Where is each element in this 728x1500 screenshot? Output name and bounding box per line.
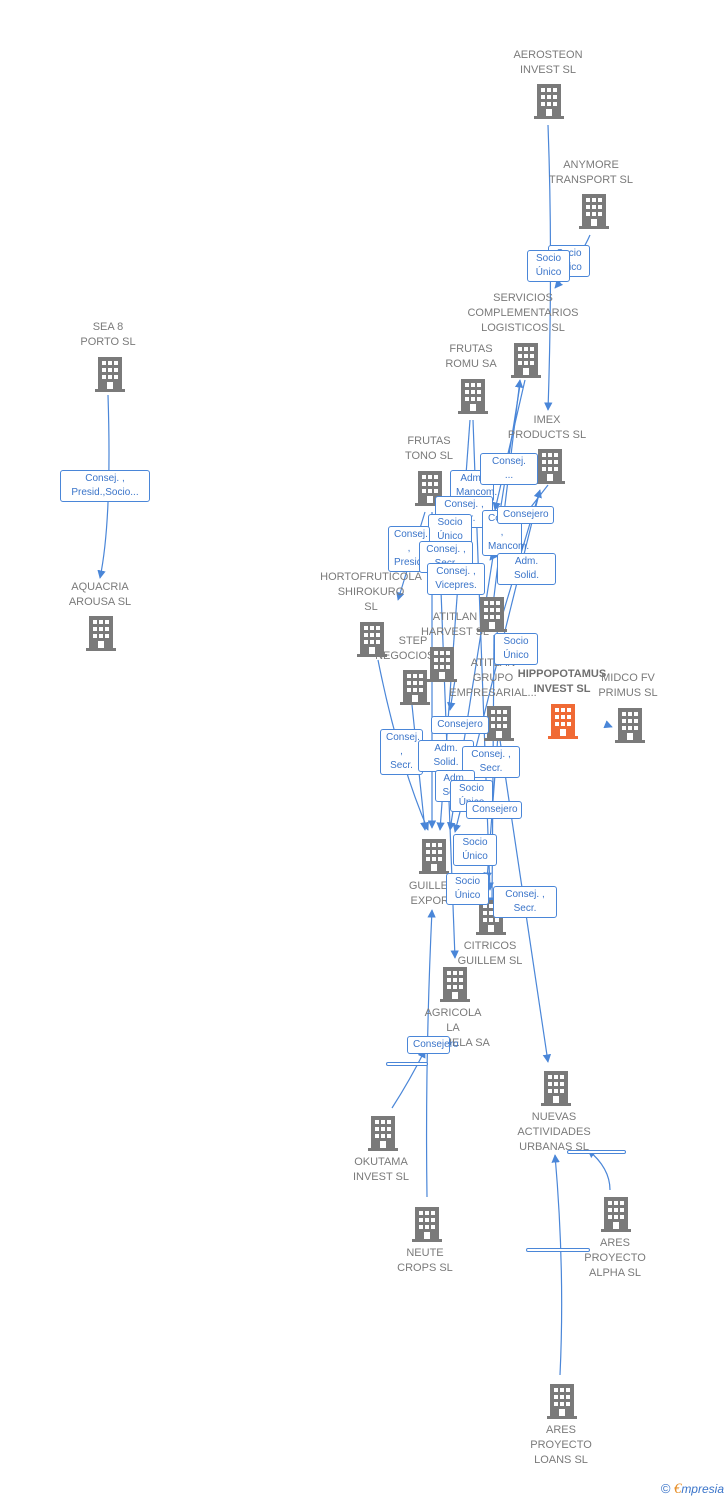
relation-badge[interactable]: Consej. , Vicepres. (427, 563, 485, 595)
company-node[interactable]: ATITLAN GRUPO EMPRESARIAL... (427, 647, 558, 741)
relation-badge[interactable]: Consej. , Presid.,Socio... (60, 470, 150, 502)
company-node[interactable]: SEA 8 PORTO SL (43, 320, 173, 395)
edge-line (97, 394, 110, 579)
building-icon (534, 84, 564, 119)
building-icon (579, 194, 609, 229)
company-node[interactable]: MIDCO FV PRIMUS SL (590, 671, 666, 743)
building-icon (458, 379, 488, 414)
building-icon (357, 622, 387, 657)
relation-badge[interactable]: Consejero (466, 801, 522, 819)
company-label: SEA 8 PORTO SL (80, 321, 136, 348)
brand-initial: € (673, 1481, 682, 1497)
building-icon (368, 1116, 398, 1151)
company-node[interactable]: FRUTAS ROMU SA (406, 342, 536, 417)
company-label: IMEX PRODUCTS SL (507, 414, 587, 441)
company-label: AQUACRIA AROUSA SL (68, 581, 132, 608)
company-label: ARES PROYECTO ALPHA SL (584, 1237, 646, 1279)
company-label: OKUTAMA INVEST SL (352, 1156, 410, 1183)
edge-line (447, 679, 456, 711)
company-node[interactable]: OKUTAMA INVEST SL (316, 1116, 446, 1188)
relation-badge[interactable] (526, 1248, 590, 1252)
relation-badge[interactable]: Socio Único (453, 834, 497, 866)
company-node[interactable]: GUILLEM EXPORT (368, 839, 498, 911)
company-node[interactable]: SERVICIOS COMPLEMENTARIOS LOGISTICOS SL (458, 291, 588, 381)
building-icon (440, 967, 470, 1002)
company-node[interactable]: ARES PROYECTO ALPHA SL (550, 1197, 680, 1285)
relation-badge[interactable] (567, 1150, 626, 1154)
building-icon (541, 1071, 571, 1106)
edge-line (489, 379, 524, 631)
company-label: HORTOFRUTICOLA SHIROKURO SL (320, 571, 422, 613)
company-label: ANYMORE TRANSPORT SL (549, 159, 633, 186)
edge-line (425, 909, 436, 1198)
company-node[interactable]: HORTOFRUTICOLA SHIROKURO SL (306, 570, 436, 660)
copyright-icon: © (660, 1481, 671, 1496)
relation-badge[interactable]: Consejero (431, 716, 489, 734)
company-node[interactable]: AEROSTEON INVEST SL (483, 48, 613, 123)
building-icon (86, 616, 116, 651)
company-node[interactable]: ARES PROYECTO LOANS SL (496, 1384, 626, 1472)
company-node[interactable]: AQUACRIA AROUSA SL (35, 580, 165, 655)
company-label: NEUTE CROPS SL (397, 1247, 453, 1274)
relation-badge[interactable]: Socio Único (494, 633, 538, 665)
relation-badge[interactable]: Socio Único (527, 250, 570, 282)
building-icon (427, 647, 457, 682)
building-icon (419, 839, 449, 874)
building-icon (412, 1207, 442, 1242)
company-label: NUEVAS ACTIVIDADES URBANAS SL (517, 1111, 591, 1153)
company-label: ARES PROYECTO LOANS SL (530, 1424, 592, 1466)
company-node-focus[interactable]: HIPPOPOTAMUS INVEST SL (497, 667, 627, 739)
relation-badge[interactable]: Consejero (407, 1036, 459, 1054)
relation-badge[interactable]: Consej. , Secr. (493, 886, 557, 918)
relation-badge[interactable] (386, 1062, 428, 1066)
company-node[interactable]: ANYMORE TRANSPORT SL (526, 158, 656, 233)
building-icon (548, 704, 578, 739)
building-icon (511, 343, 541, 378)
building-icon (535, 449, 565, 484)
company-node[interactable]: STEP NEGOCIOS SL (348, 634, 478, 706)
building-icon (484, 706, 514, 741)
building-icon (400, 670, 430, 705)
company-label: FRUTAS TONO SL (404, 435, 454, 462)
company-label: AEROSTEON INVEST SL (513, 49, 583, 76)
empresia-watermark: © €mpresia (661, 1481, 724, 1498)
edge-line (551, 1154, 563, 1376)
company-label: GUILLEM EXPORT (408, 880, 458, 907)
company-label: MIDCO FV PRIMUS SL (598, 672, 658, 699)
edge-line (603, 720, 613, 729)
relation-badge[interactable]: Consej. , Secr. (380, 729, 423, 775)
company-label: SERVICIOS COMPLEMENTARIOS LOGISTICOS SL (467, 292, 579, 334)
company-label: HIPPOPOTAMUS INVEST SL (517, 668, 607, 695)
company-label: CITRICOS GUILLEM SL (457, 940, 523, 967)
building-icon (547, 1384, 577, 1419)
company-node[interactable]: NUEVAS ACTIVIDADES URBANAS SL (489, 1071, 619, 1159)
company-node[interactable]: NEUTE CROPS SL (360, 1207, 490, 1279)
brand-name: mpresia (681, 1482, 724, 1496)
company-node[interactable]: ATITLAN HARVEST SL (390, 597, 520, 640)
company-label: FRUTAS ROMU SA (445, 343, 497, 370)
relation-badge[interactable]: Adm. Solid. (497, 553, 556, 585)
building-icon (601, 1197, 631, 1232)
relation-badge[interactable]: Consejero (497, 506, 554, 524)
company-label: ATITLAN GRUPO EMPRESARIAL... (449, 657, 537, 699)
building-icon (477, 597, 507, 632)
company-node[interactable]: IMEX PRODUCTS SL (482, 413, 612, 488)
building-icon (615, 708, 645, 743)
building-icon (95, 357, 125, 392)
relation-badge[interactable]: Socio Único (446, 873, 489, 905)
relation-badge[interactable]: Consej. ... (480, 453, 538, 485)
edge-line (391, 1049, 426, 1109)
